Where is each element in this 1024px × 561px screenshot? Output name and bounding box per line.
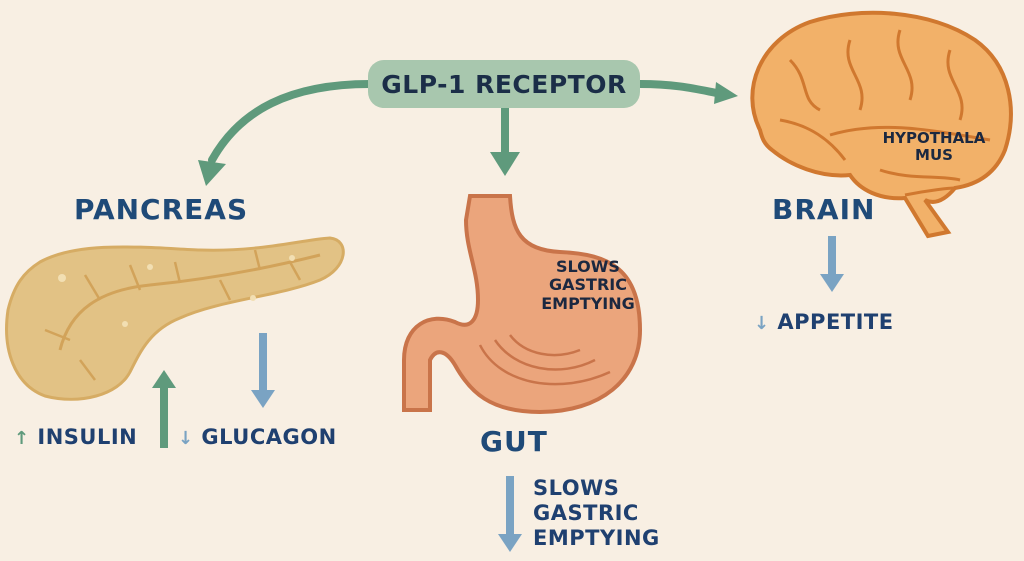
glucagon-effect: ↓ GLUCAGON [178, 425, 337, 449]
gut-effect-line: EMPTYING [533, 526, 660, 551]
down-arrow-icon: ↓ [754, 313, 770, 334]
appetite-down-arrow [820, 236, 844, 292]
glucagon-down-arrow [251, 333, 275, 408]
insulin-label: INSULIN [37, 425, 138, 449]
brain-illustration [750, 10, 1013, 239]
hypothalamus-label: HYPOTHALA MUS [866, 129, 1002, 165]
stomach-inner-label: SLOWS GASTRIC EMPTYING [528, 257, 648, 313]
insulin-up-arrow [152, 370, 176, 448]
glp1-receptor-node: GLP-1 RECEPTOR [368, 60, 640, 108]
inner-label-line: GASTRIC [549, 275, 627, 295]
arrowhead-icon [714, 82, 738, 104]
pancreas-illustration [5, 236, 345, 401]
arrowhead-icon [198, 160, 226, 186]
arrowhead-icon [490, 152, 520, 176]
connector-to-pancreas [198, 80, 374, 186]
hypothalamus-line: MUS [915, 146, 953, 165]
appetite-effect: ↓ APPETITE [754, 310, 894, 334]
up-arrow-icon: ↑ [14, 428, 30, 449]
gut-title: GUT [480, 425, 548, 458]
connector-to-gut [490, 106, 520, 176]
inner-label-line: SLOWS [556, 257, 620, 276]
gut-effect-line: GASTRIC [533, 501, 639, 526]
appetite-label: APPETITE [777, 310, 894, 334]
connector-to-brain [636, 80, 738, 104]
pancreas-title: PANCREAS [74, 193, 249, 226]
hypothalamus-line: HYPOTHALA [882, 129, 986, 147]
glucagon-label: GLUCAGON [201, 425, 337, 449]
down-arrow-icon: ↓ [178, 428, 194, 449]
receptor-label: GLP-1 RECEPTOR [381, 69, 627, 99]
insulin-effect: ↑ INSULIN [14, 425, 137, 449]
gut-effect-line: SLOWS [533, 476, 620, 500]
gut-effect: SLOWS GASTRIC EMPTYING [533, 476, 660, 552]
brain-title: BRAIN [772, 193, 876, 226]
gut-down-arrow [498, 476, 522, 552]
stomach-illustration [402, 194, 643, 415]
inner-label-line: EMPTYING [541, 293, 635, 313]
